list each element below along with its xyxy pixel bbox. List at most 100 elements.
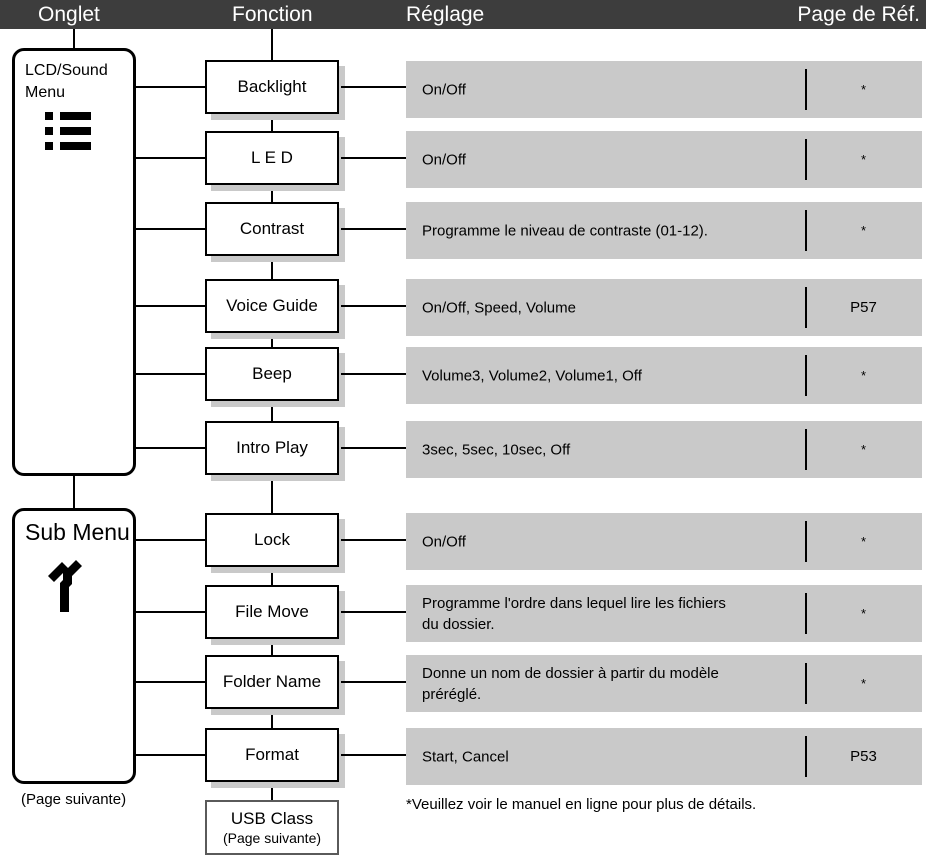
function-box-format[interactable]: Format [205,728,339,782]
page-ref-backlight: * [860,81,867,97]
function-label-contrast: Contrast [239,219,305,238]
function-box-usb-class[interactable]: USB Class (Page suivante) [205,800,339,855]
function-label-folder-name: Folder Name [222,672,322,691]
connector-led-to-setting [341,157,406,159]
connector-format-to-setting [341,754,406,756]
setting-divider [805,69,807,110]
page-ref-lock: * [860,533,867,549]
connector-beep-to-setting [341,373,406,375]
function-box-file-move[interactable]: File Move [205,585,339,639]
setting-divider [805,139,807,180]
tab-sub-menu[interactable]: Sub Menu [12,508,136,784]
connector-tab-to-lock [136,539,205,541]
setting-row-intro-play: 3sec, 5sec, 10sec, Off * [406,421,922,478]
footnote-next-page: (Page suivante) [21,791,127,808]
function-label-format: Format [245,745,299,764]
setting-divider [805,287,807,328]
connector-tab-to-beep [136,373,205,375]
page-ref-file-move: * [860,605,867,621]
setting-divider [805,663,807,704]
setting-row-file-move: Programme l'ordre dans lequel lire les f… [406,585,922,642]
page-ref-voice-guide: P57 [850,298,877,316]
tab-sub-menu-label: Sub Menu [25,519,130,545]
setting-text-contrast: Programme le niveau de contraste (01-12)… [422,222,708,239]
function-label-voice-guide: Voice Guide [226,296,318,315]
list-icon [45,112,91,152]
setting-row-format: Start, Cancel P53 [406,728,922,785]
setting-row-lock: On/Off * [406,513,922,570]
setting-divider [805,736,807,777]
connector-tab-to-folder-name [136,681,205,683]
connector-tab-to-intro-play [136,447,205,449]
setting-text-backlight: On/Off [422,81,466,98]
function-label-backlight: Backlight [237,77,307,96]
connector-file-move-to-setting [341,611,406,613]
function-box-voice-guide[interactable]: Voice Guide [205,279,339,333]
header-bar [0,0,926,29]
setting-divider [805,593,807,634]
function-label-file-move: File Move [235,602,309,621]
setting-row-voice-guide: On/Off, Speed, Volume P57 [406,279,922,336]
connector-contrast-to-setting [341,228,406,230]
page-ref-beep: * [860,367,867,383]
connector-header-onglet [73,29,75,48]
setting-text-intro-play: 3sec, 5sec, 10sec, Off [422,441,571,458]
connector-lock-to-setting [341,539,406,541]
header-column-fonction: Fonction [232,3,313,26]
function-box-intro-play[interactable]: Intro Play [205,421,339,475]
setting-text-file-move: Programme l'ordre dans lequel lire les f… [422,594,726,633]
function-box-folder-name[interactable]: Folder Name [205,655,339,709]
setting-divider [805,355,807,396]
page-ref-format: P53 [850,747,877,765]
connector-tab-to-format [136,754,205,756]
header-column-page-ref: Page de Réf. [797,3,920,26]
connector-fn-spine-lower [271,478,273,808]
function-label-led: L E D [251,148,293,167]
setting-text-led: On/Off [422,151,466,168]
setting-text-format: Start, Cancel [422,748,509,765]
function-label-lock: Lock [254,530,290,549]
function-label-intro-play: Intro Play [236,438,308,457]
setting-text-lock: On/Off [422,533,466,550]
connector-tab-to-voice-guide [136,305,205,307]
setting-row-contrast: Programme le niveau de contraste (01-12)… [406,202,922,259]
function-box-led[interactable]: L E D [205,131,339,185]
setting-row-led: On/Off * [406,131,922,188]
function-box-contrast[interactable]: Contrast [205,202,339,256]
connector-fn-spine-upper [271,58,273,478]
setting-divider [805,210,807,251]
setting-divider [805,429,807,470]
function-box-backlight[interactable]: Backlight [205,60,339,114]
page-ref-folder-name: * [860,675,867,691]
function-label-usb-class: USB Class [230,809,314,828]
connector-tab-to-contrast [136,228,205,230]
header-column-onglet: Onglet [38,3,100,26]
page-ref-intro-play: * [860,441,867,457]
connector-intro-play-to-setting [341,447,406,449]
connector-tab-to-file-move [136,611,205,613]
setting-text-beep: Volume3, Volume2, Volume1, Off [422,367,642,384]
function-box-beep[interactable]: Beep [205,347,339,401]
setting-row-beep: Volume3, Volume2, Volume1, Off * [406,347,922,404]
connector-tab-to-led [136,157,205,159]
connector-voice-guide-to-setting [341,305,406,307]
connector-tab-to-backlight [136,86,205,88]
setting-divider [805,521,807,562]
connector-tab-spine [73,474,75,510]
connector-folder-name-to-setting [341,681,406,683]
page-ref-contrast: * [860,222,867,238]
setting-text-voice-guide: On/Off, Speed, Volume [422,299,576,316]
function-sublabel-usb-class: (Page suivante) [222,830,322,846]
function-box-lock[interactable]: Lock [205,513,339,567]
setting-text-folder-name: Donne un nom de dossier à partir du modè… [422,664,719,703]
connector-header-fonction [271,29,273,58]
connector-backlight-to-setting [341,86,406,88]
setting-row-folder-name: Donne un nom de dossier à partir du modè… [406,655,922,712]
footnote-manual-reference: *Veuillez voir le manuel en ligne pour p… [406,796,757,813]
wrench-icon [46,556,90,614]
page-ref-led: * [860,151,867,167]
tab-lcd-sound-menu-label: LCD/Sound Menu [25,62,108,101]
header-column-reglage: Réglage [406,3,485,26]
setting-row-backlight: On/Off * [406,61,922,118]
function-label-beep: Beep [252,364,292,383]
